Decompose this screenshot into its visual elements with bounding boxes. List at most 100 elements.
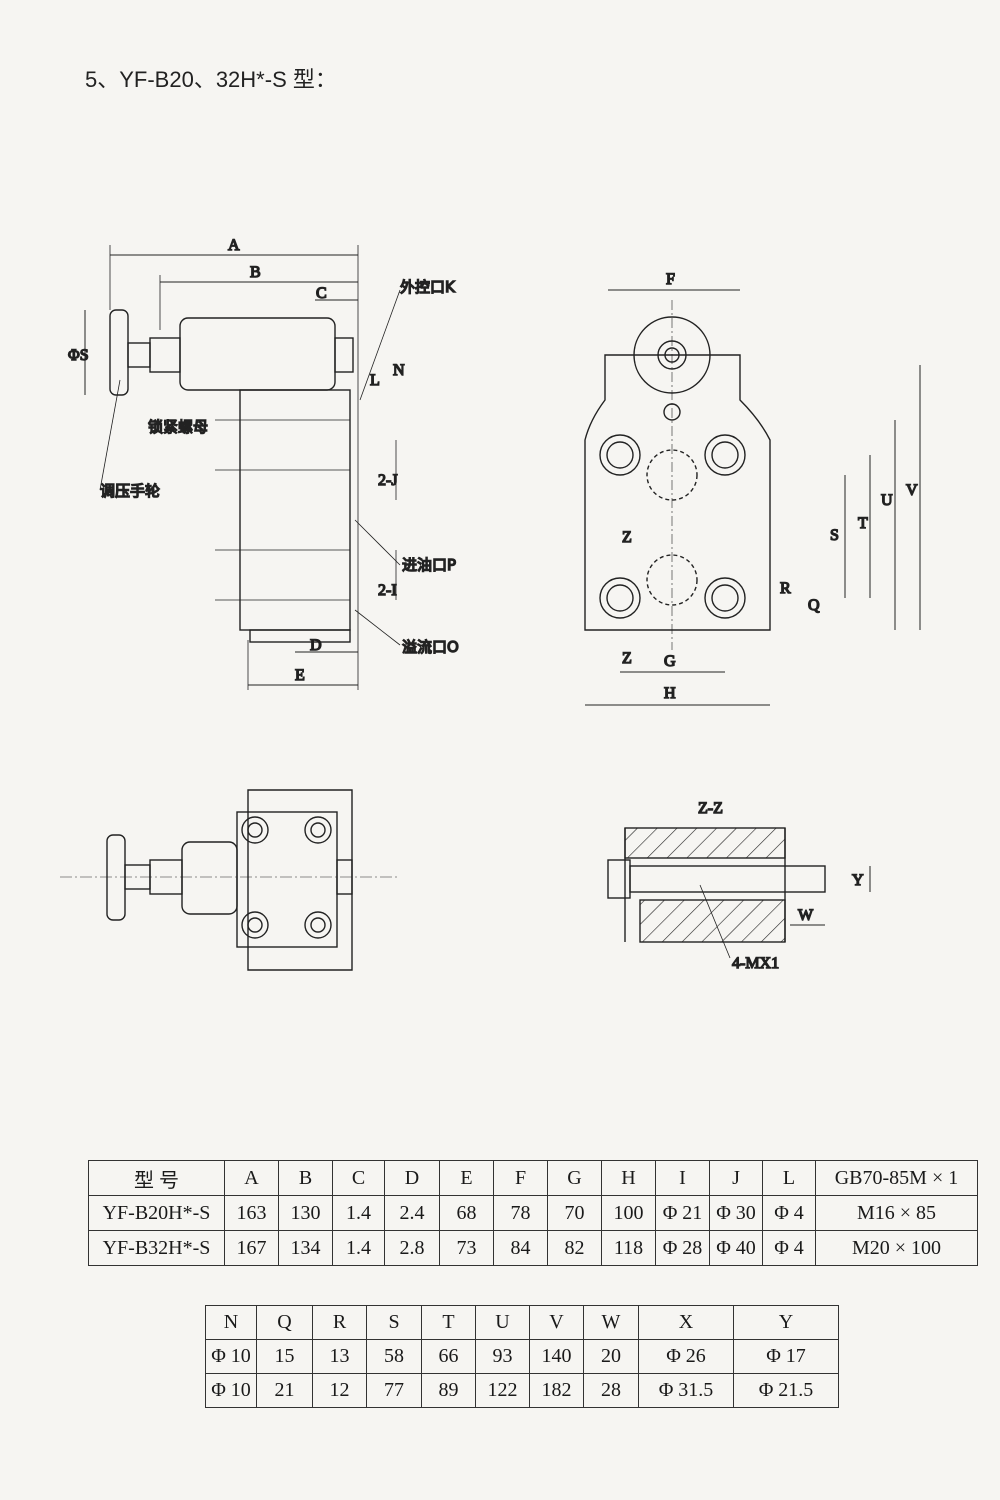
table-cell: 130	[278, 1195, 333, 1231]
header-cell: J	[709, 1160, 763, 1196]
top-view	[60, 789, 400, 971]
dim-V: V	[906, 482, 918, 499]
label-handwheel: 调压手轮	[100, 482, 160, 500]
table-cell: 163	[224, 1195, 279, 1231]
dim-phi-S: ΦS	[68, 347, 89, 364]
table-row: YF-B20H*-S 163 130 1.4 2.4 68 78 70 100 …	[88, 1195, 978, 1231]
label-inlet-P: 进油口P	[402, 556, 456, 574]
header-cell: V	[529, 1305, 584, 1340]
table-cell: 70	[547, 1195, 602, 1231]
table-cell: Φ 40	[709, 1230, 763, 1266]
table-cell: Φ 26	[638, 1339, 734, 1374]
section-label-ZZ: Z-Z	[698, 800, 723, 817]
dim-W: W	[798, 907, 814, 924]
table-cell: 2.4	[384, 1195, 440, 1231]
table-cell: Φ 17	[733, 1339, 839, 1374]
table-header-row: 型 号 A B C D E F G H I J L GB70-85M × 1	[88, 1160, 978, 1196]
dim-A: A	[228, 237, 240, 254]
table-cell: 140	[529, 1339, 584, 1374]
label-lock-nut: 锁紧螺母	[148, 418, 208, 436]
table-cell: YF-B20H*-S	[88, 1195, 225, 1231]
dim-E: E	[295, 667, 305, 684]
table-cell: 12	[312, 1373, 367, 1408]
header-cell: U	[475, 1305, 530, 1340]
table-cell: 58	[366, 1339, 422, 1374]
dim-S: S	[830, 527, 839, 544]
table-cell: Φ 4	[762, 1195, 816, 1231]
table-cell: Φ 31.5	[638, 1373, 734, 1408]
label-bolt-4-MX1: 4-MX1	[732, 955, 779, 972]
table-cell: 73	[439, 1230, 494, 1266]
table-cell: 77	[366, 1373, 422, 1408]
dimension-table-2: N Q R S T U V W X Y Φ 10 15 13 58 66 93 …	[205, 1305, 839, 1408]
dim-U: U	[881, 492, 893, 509]
header-cell: H	[601, 1160, 656, 1196]
dim-T: T	[858, 515, 868, 532]
header-cell: N	[205, 1305, 257, 1340]
table-cell: Φ 10	[205, 1339, 257, 1374]
dim-R: R	[780, 580, 791, 597]
header-cell: T	[421, 1305, 476, 1340]
table-cell: 122	[475, 1373, 530, 1408]
table-cell: 100	[601, 1195, 656, 1231]
section-title: 5、YF-B20、32H*-S 型：	[85, 67, 337, 92]
header-cell: D	[384, 1160, 440, 1196]
dim-F: F	[666, 271, 675, 288]
table-cell: 20	[583, 1339, 639, 1374]
header-cell: G	[547, 1160, 602, 1196]
table-cell: 68	[439, 1195, 494, 1231]
table-cell: Φ 21	[655, 1195, 710, 1231]
table-cell: 78	[493, 1195, 548, 1231]
technical-drawing: A B C 外控口K L N ΦS 锁紧螺母 调压手轮 2-J 进油口P 2-I…	[60, 236, 921, 973]
table-cell: Φ 30	[709, 1195, 763, 1231]
table-cell: 134	[278, 1230, 333, 1266]
header-cell: Q	[256, 1305, 313, 1340]
dim-G: G	[664, 653, 676, 670]
table-row: Φ 10 21 12 77 89 122 182 28 Φ 31.5 Φ 21.…	[205, 1373, 839, 1408]
dim-Q: Q	[808, 597, 820, 614]
header-cell: I	[655, 1160, 710, 1196]
table-cell: M20 × 100	[815, 1230, 978, 1266]
dim-D: D	[310, 637, 322, 654]
table-cell: 13	[312, 1339, 367, 1374]
header-cell: R	[312, 1305, 367, 1340]
header-cell: A	[224, 1160, 279, 1196]
table-cell: M16 × 85	[815, 1195, 978, 1231]
table-cell: 84	[493, 1230, 548, 1266]
dimension-table-1: 型 号 A B C D E F G H I J L GB70-85M × 1 Y…	[88, 1160, 978, 1266]
dim-2-I: 2-I	[378, 582, 397, 599]
table-cell: 182	[529, 1373, 584, 1408]
side-view: A B C 外控口K L N ΦS 锁紧螺母 调压手轮 2-J 进油口P 2-I…	[67, 236, 460, 690]
section-zz-view: Z-Z Y W 4-MX1	[607, 799, 871, 973]
table-cell: 1.4	[332, 1195, 385, 1231]
header-cell: W	[583, 1305, 639, 1340]
table-cell: 89	[421, 1373, 476, 1408]
table-cell: Φ 10	[205, 1373, 257, 1408]
header-cell: X	[638, 1305, 734, 1340]
table-cell: 15	[256, 1339, 313, 1374]
dim-2-J: 2-J	[378, 472, 398, 489]
header-cell: E	[439, 1160, 494, 1196]
header-cell: F	[493, 1160, 548, 1196]
table-row: Φ 10 15 13 58 66 93 140 20 Φ 26 Φ 17	[205, 1339, 839, 1374]
header-cell: GB70-85M × 1	[815, 1160, 978, 1196]
table-cell: 1.4	[332, 1230, 385, 1266]
table-cell: 82	[547, 1230, 602, 1266]
front-view: F Z Z G H S T U V R Q	[584, 270, 921, 706]
table-header-row: N Q R S T U V W X Y	[205, 1305, 839, 1340]
table-cell: YF-B32H*-S	[88, 1230, 225, 1266]
dim-L: L	[370, 372, 380, 389]
table-cell: 28	[583, 1373, 639, 1408]
header-cell: S	[366, 1305, 422, 1340]
table-cell: 93	[475, 1339, 530, 1374]
table-cell: Φ 28	[655, 1230, 710, 1266]
header-cell: B	[278, 1160, 333, 1196]
table-cell: 2.8	[384, 1230, 440, 1266]
dim-Z-lower: Z	[622, 650, 632, 667]
dim-Y: Y	[852, 872, 864, 889]
table-cell: 167	[224, 1230, 279, 1266]
dim-H: H	[664, 685, 676, 702]
header-cell: L	[762, 1160, 816, 1196]
dim-Z-upper: Z	[622, 529, 632, 546]
table-cell: Φ 4	[762, 1230, 816, 1266]
